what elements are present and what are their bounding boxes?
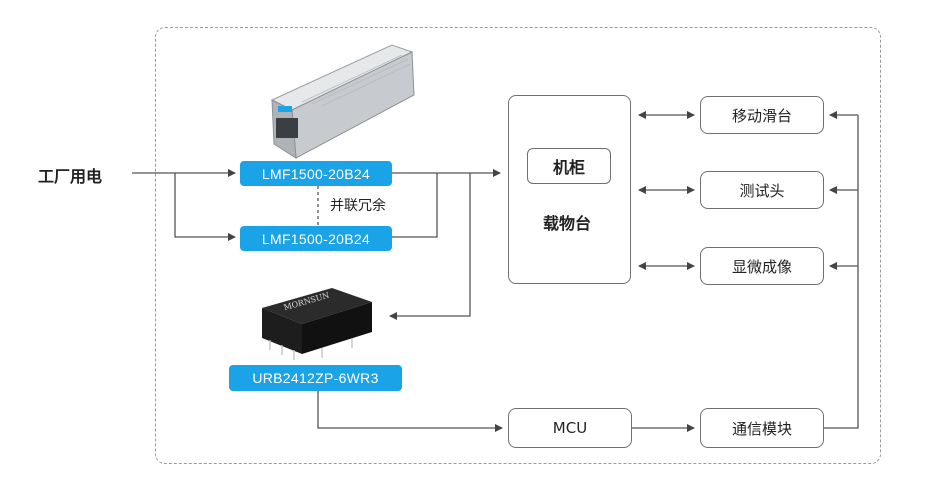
mcu-box: MCU <box>508 408 632 448</box>
cabinet-box <box>508 95 631 284</box>
psu-module-illustration <box>270 44 415 159</box>
slider-module-box: 移动滑台 <box>700 96 824 134</box>
system-boundary-frame <box>155 27 881 464</box>
test-head-module-box: 测试头 <box>700 171 824 209</box>
line-converter-to-mcu <box>317 390 503 432</box>
factory-power-label: 工厂用电 <box>38 167 103 186</box>
converter-part-tag: URB2412ZP-6WR3 <box>229 365 402 391</box>
psu-b-part-tag: LMF1500-20B24 <box>240 226 392 251</box>
line-psu-b-merge <box>392 173 438 238</box>
line-comm-bus <box>824 115 859 429</box>
psu-a-part-tag: LMF1500-20B24 <box>240 161 392 186</box>
imaging-module-box: 显微成像 <box>700 247 824 285</box>
line-power-to-psu-b <box>174 173 236 241</box>
dcdc-converter-illustration <box>262 288 372 360</box>
comm-module-box: 通信模块 <box>700 408 824 448</box>
platform-label: 载物台 <box>543 214 592 233</box>
line-bus-to-converter <box>389 173 471 320</box>
parallel-redundancy-label: 并联冗余 <box>330 198 386 214</box>
cabinet-inner-label: 机柜 <box>527 148 611 184</box>
